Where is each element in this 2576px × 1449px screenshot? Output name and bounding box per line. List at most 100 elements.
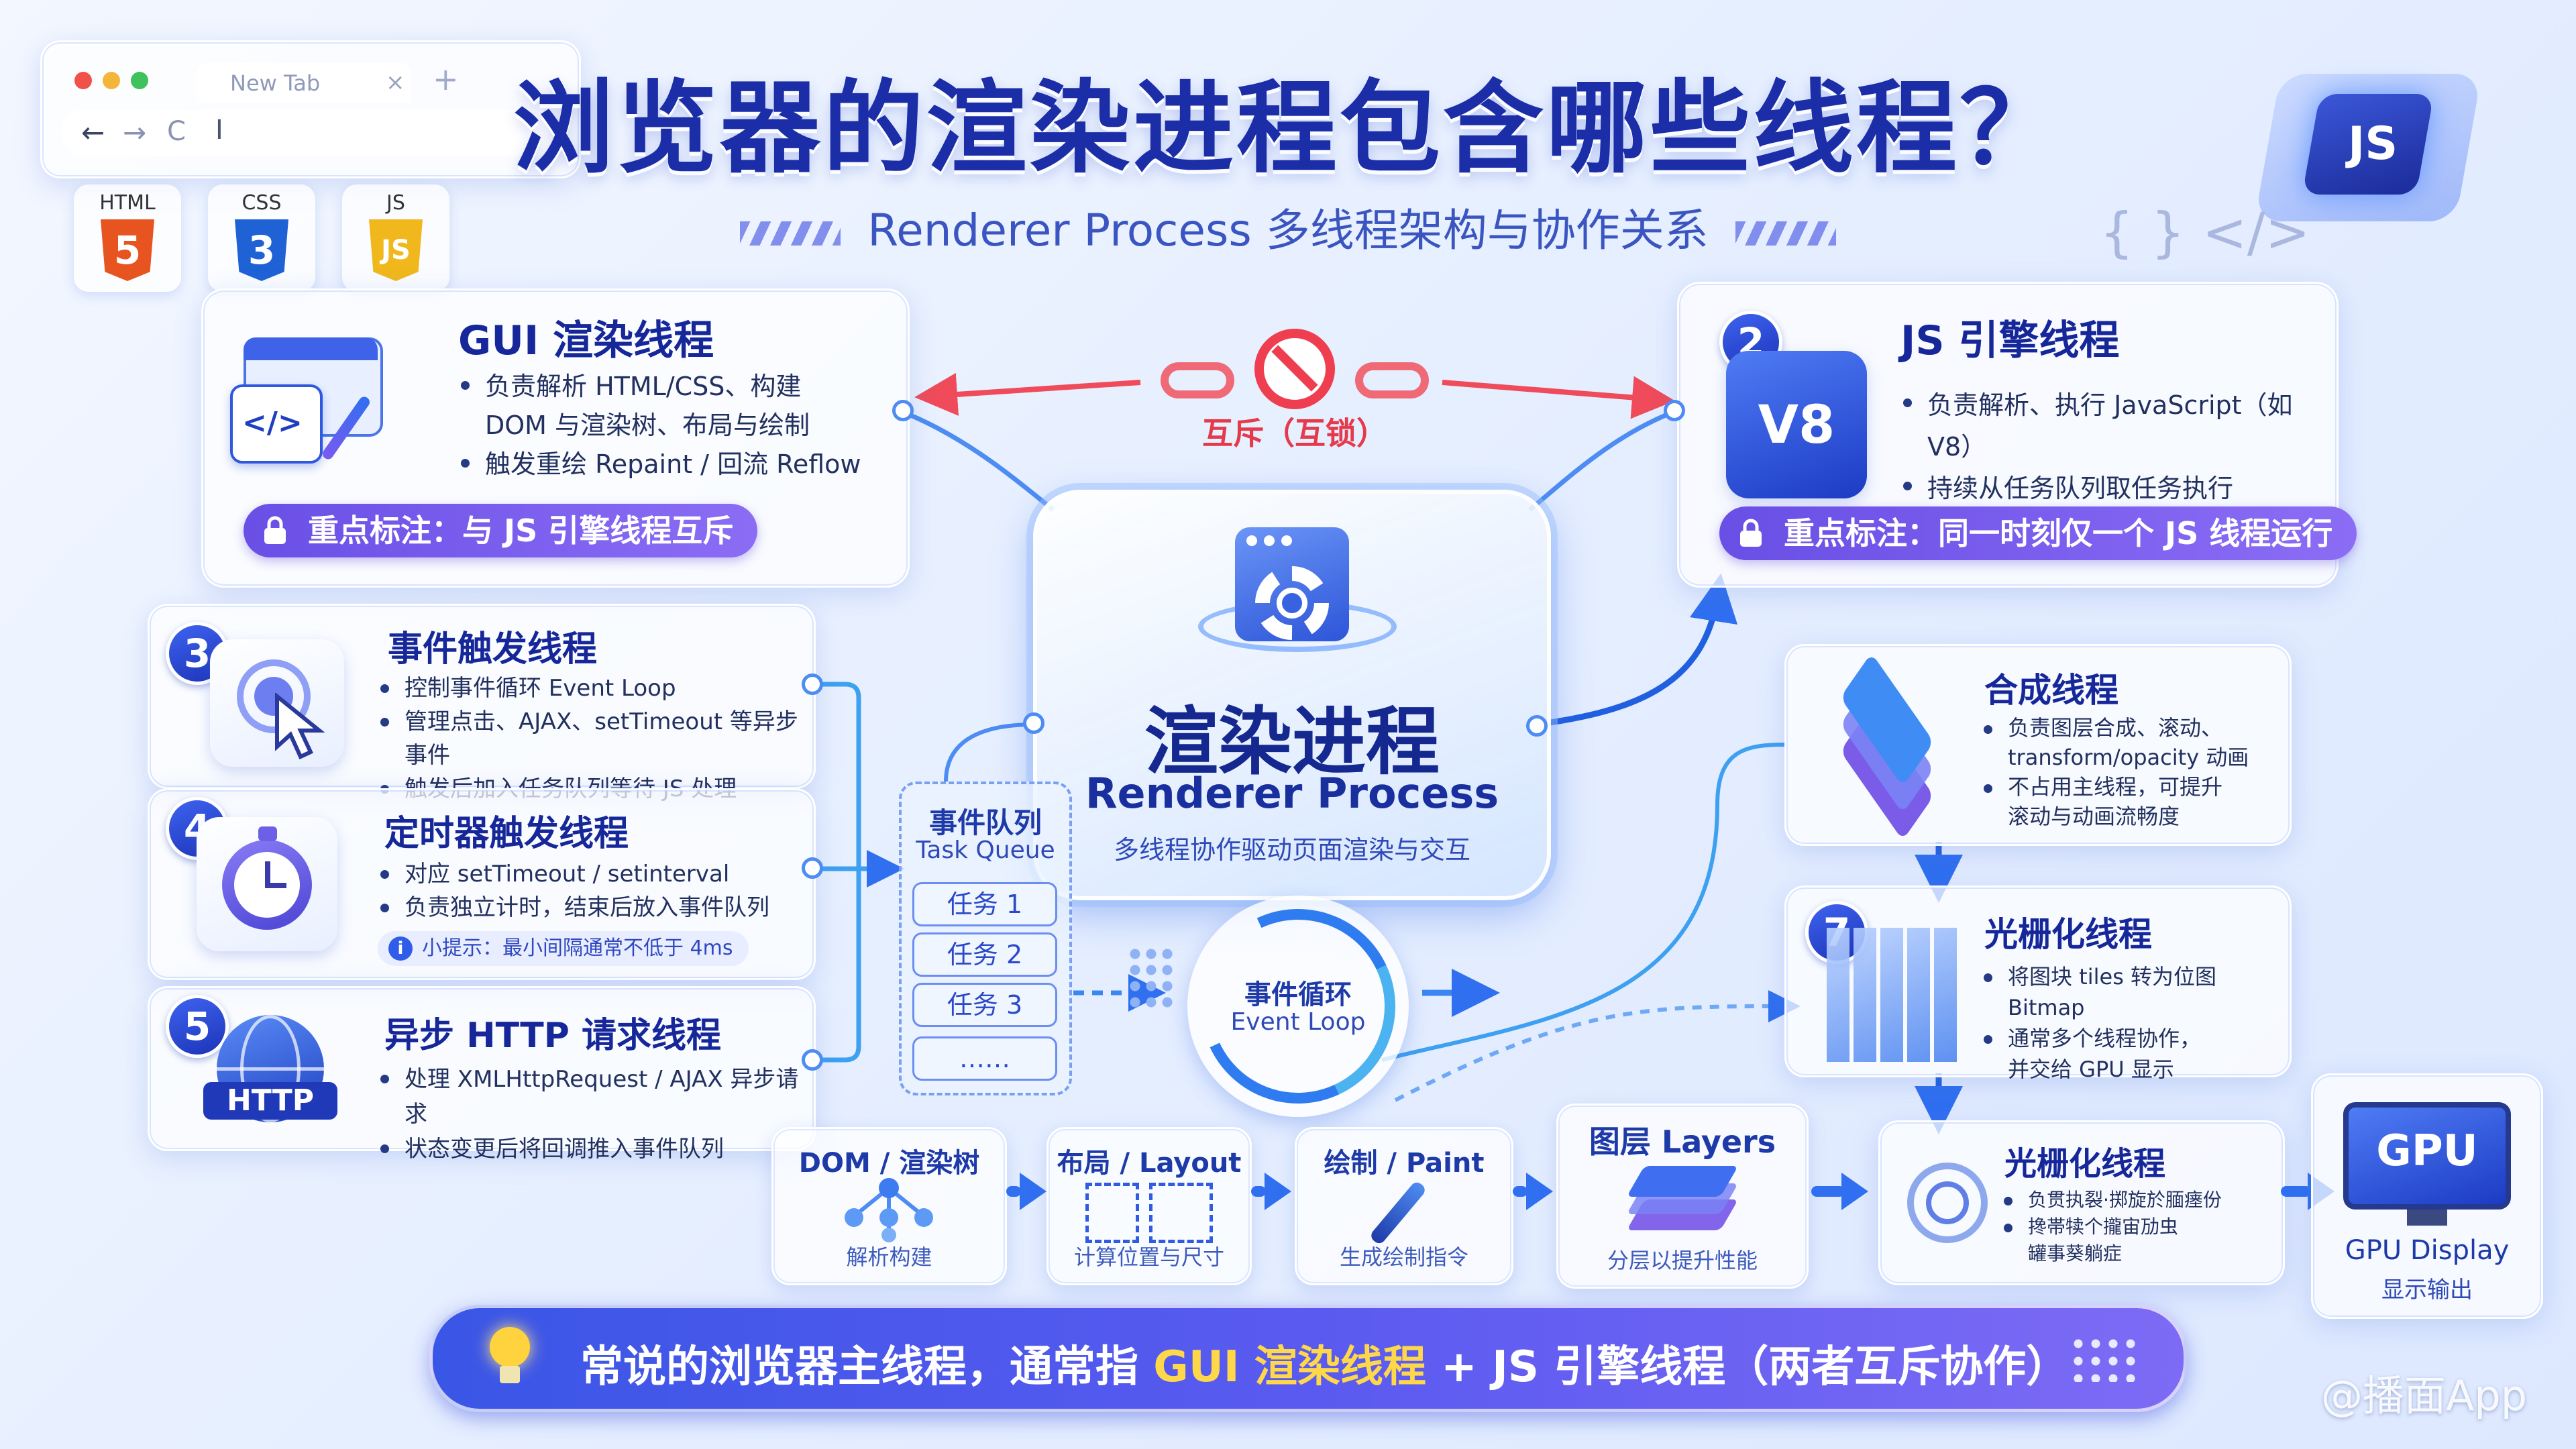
- pipeline-dom-title: DOM / 渲染树: [798, 1148, 980, 1179]
- stopwatch-icon: [197, 817, 337, 951]
- bullet: 将图块 tiles 转为位图 Bitmap: [1981, 961, 2290, 1023]
- address-bar[interactable]: I: [215, 115, 223, 146]
- bottom-banner-text: 常说的浏览器主线程，通常指 GUI 渲染线程 + JS 引擎线程（两者互斥协作）: [580, 1332, 2069, 1394]
- js-thread-badge-text: 重点标注：同一时刻仅一个 JS 线程运行: [1784, 515, 2333, 551]
- task-item-3: 任务 3: [912, 983, 1057, 1027]
- js-thread-badge: 重点标注：同一时刻仅一个 JS 线程运行: [1719, 506, 2357, 560]
- event-thread-card: 3 事件触发线程 控制事件循环 Event Loop 管理点击、AJAX、set…: [148, 604, 816, 802]
- timer-thread-title: 定时器触发线程: [384, 814, 629, 854]
- renderer-to-composite-line: [1536, 573, 1738, 728]
- pipeline-layout-sub: 计算位置与尺寸: [1073, 1244, 1224, 1270]
- banner-suffix: + JS 引擎线程（两者互斥协作）: [1426, 1342, 2070, 1392]
- watermark: @播面App: [2321, 1371, 2528, 1420]
- swirl-icon: [1907, 1163, 1988, 1243]
- bullet: 负责解析 HTML/CSS、构建: [458, 367, 861, 406]
- timer-tip: i 小提示：最小间隔通常不低于 4ms: [378, 931, 749, 966]
- maximize-dot-icon[interactable]: [131, 72, 148, 89]
- raster-thread-2-title: 光栅化线程: [2004, 1145, 2166, 1183]
- bullet: 负责独立计时，结束后放入事件队列: [378, 891, 769, 924]
- tab-close-icon[interactable]: ×: [386, 69, 405, 96]
- browser-window: New Tab × + ← → C I: [40, 40, 581, 178]
- tiles-grid-icon: [1827, 928, 1961, 1062]
- layers-icon: [1622, 1166, 1743, 1240]
- pipeline-paint-sub: 生成绘制指令: [1339, 1244, 1468, 1270]
- lightbulb-icon: [486, 1327, 533, 1387]
- forward-icon[interactable]: →: [123, 116, 147, 149]
- brush-icon: [1368, 1179, 1428, 1246]
- composite-thread-card: 合成线程 负责图层合成、滚动、 transform/opacity 动画 不占用…: [1784, 644, 2292, 846]
- pipeline-paint-title: 绘制 / Paint: [1324, 1148, 1485, 1179]
- pipeline-arrowhead-1: [1020, 1173, 1046, 1210]
- bullet-continued: 并交给 GPU 显示: [2008, 1057, 2174, 1082]
- back-icon[interactable]: ←: [81, 116, 105, 149]
- banner-highlight: GUI 渲染线程: [1153, 1342, 1426, 1392]
- bullet: 负责图层合成、滚动、: [1981, 713, 2249, 743]
- mutex-label: 互斥（互锁）: [1202, 415, 1387, 451]
- event-loop-title-cn: 事件循环: [1244, 979, 1352, 1010]
- http-thread-title: 异步 HTTP 请求线程: [384, 1016, 721, 1056]
- pipeline-arrowhead-4: [1841, 1173, 1868, 1210]
- browser-tab[interactable]: New Tab ×: [197, 62, 411, 103]
- tab-label: New Tab: [230, 70, 321, 96]
- close-dot-icon[interactable]: [74, 72, 92, 89]
- timer-tip-text: 小提示：最小间隔通常不低于 4ms: [422, 936, 733, 960]
- raster-thread-2-bullets: 负贯执裂·掷旋於腼瘗份 搀帯犊个攏宙劢虫 罐事葵躺症: [2001, 1187, 2222, 1267]
- bullet: 负贯执裂·掷旋於腼瘗份: [2001, 1187, 2222, 1214]
- banner-prefix: 常说的浏览器主线程，通常指: [580, 1342, 1154, 1392]
- composite-thread-title: 合成线程: [1984, 671, 2118, 710]
- event-loop: 事件循环 Event Loop: [1173, 881, 1423, 1131]
- cursor-click-icon: [210, 639, 344, 767]
- http-thread-bullets: 处理 XMLHttpRequest / AJAX 异步请求 状态变更后将回调推入…: [378, 1062, 814, 1167]
- gpu-sub: 显示输出: [2381, 1277, 2473, 1303]
- cpu-chip-icon: JS: [2241, 47, 2496, 262]
- shield-html-icon: 5: [101, 219, 154, 281]
- gui-thread-title: GUI 渲染线程: [458, 317, 714, 364]
- timer-thread-bullets: 对应 setTimeout / setinterval 负责独立计时，结束后放入…: [378, 857, 769, 924]
- js-thread-card: 2 V8 JS 引擎线程 负责解析、执行 JavaScript（如 V8） 持续…: [1677, 282, 2357, 588]
- reload-icon[interactable]: C: [167, 116, 186, 147]
- js-thread-bullets: 负责解析、执行 JavaScript（如 V8） 持续从任务队列取任务执行: [1900, 384, 2337, 509]
- pipeline-dom-sub: 解析构建: [846, 1244, 932, 1270]
- http-thread-card: 5 HTTP 异步 HTTP 请求线程 处理 XMLHttpRequest / …: [148, 986, 816, 1163]
- layers-stack-icon: [1813, 653, 1961, 841]
- event-loop-title-en: Event Loop: [1230, 1008, 1366, 1036]
- pipeline-layout: 布局 / Layout 计算位置与尺寸: [1046, 1127, 1252, 1285]
- tech-badge-label: JS: [386, 191, 405, 215]
- raster-thread-title: 光栅化线程: [1984, 915, 2152, 954]
- page-subtitle: Renderer Process 多线程架构与协作关系: [0, 195, 2576, 259]
- pipeline-paint: 绘制 / Paint 生成绘制指令: [1295, 1127, 1513, 1285]
- event-thread-bullets: 控制事件循环 Event Loop 管理点击、AJAX、setTimeout 等…: [378, 672, 814, 806]
- pipeline-arrow-2: [1251, 1186, 1266, 1197]
- dot-grid-icon: [1127, 946, 1174, 1013]
- gui-to-renderer-line: [898, 408, 1055, 512]
- js-thread-title: JS 引擎线程: [1900, 317, 2120, 364]
- pipeline-arrow-4: [1811, 1186, 1845, 1197]
- minimize-dot-icon[interactable]: [103, 72, 120, 89]
- pipeline-layers-sub: 分层以提升性能: [1607, 1248, 1758, 1273]
- pipeline-arrow-1: [1006, 1186, 1021, 1197]
- bullet-continued: transform/opacity 动画: [2008, 745, 2249, 770]
- task-queue-title-en: Task Queue: [916, 837, 1055, 864]
- v8-icon: V8: [1726, 351, 1867, 498]
- bullet-continued: 滚动与动画流畅度: [2008, 804, 2180, 829]
- renderer-right-dot: [1526, 715, 1548, 737]
- v8-label: V8: [1758, 395, 1835, 455]
- pipeline-arrowhead-3: [1526, 1173, 1553, 1210]
- composite-thread-bullets: 负责图层合成、滚动、 transform/opacity 动画 不占用主线程，可…: [1981, 713, 2249, 831]
- bullet: 触发重绘 Repaint / 回流 Reflow: [458, 445, 861, 484]
- new-tab-icon[interactable]: +: [433, 61, 459, 97]
- tree-icon: [845, 1178, 933, 1242]
- bullet: 负责解析、执行 JavaScript（如 V8）: [1900, 384, 2337, 468]
- subtitle-text: Renderer Process 多线程架构与协作关系: [867, 205, 1709, 256]
- timer-thread-card: 4 定时器触发线程 对应 setTimeout / setinterval 负责…: [148, 788, 816, 980]
- bottom-banner: 常说的浏览器主线程，通常指 GUI 渲染线程 + JS 引擎线程（两者互斥协作）: [429, 1305, 2187, 1412]
- chip-label: JS: [2348, 117, 2398, 170]
- code-window-icon: </>: [230, 331, 398, 485]
- browser-toolbar: ← → C I: [61, 109, 560, 156]
- lock-icon: [1740, 519, 1762, 547]
- gear-window-icon: [1198, 527, 1397, 675]
- bullet: 处理 XMLHttpRequest / AJAX 异步请求: [378, 1062, 814, 1132]
- mutex-arrow-right: [1442, 376, 1675, 419]
